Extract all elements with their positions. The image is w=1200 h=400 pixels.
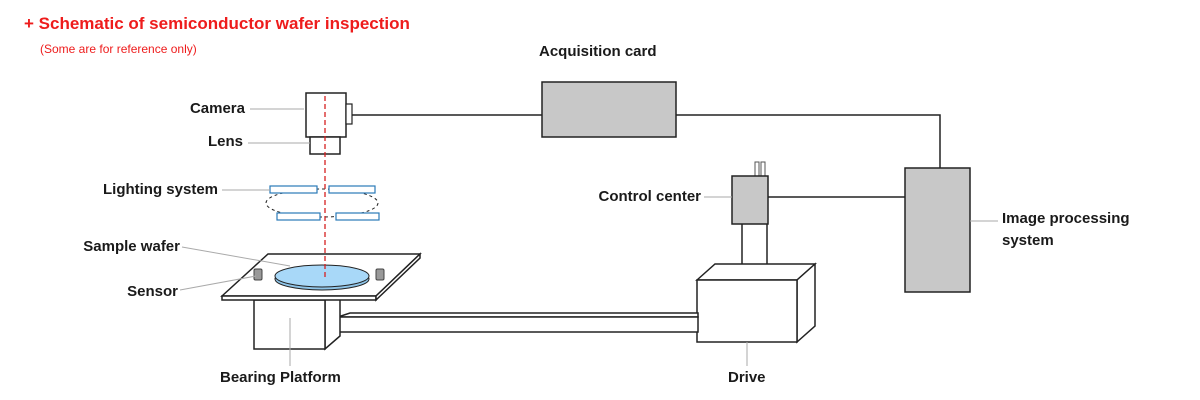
light-bar-top-right — [328, 185, 376, 194]
control-pin-left — [754, 161, 760, 177]
sample-wafer-label: Sample wafer — [83, 238, 180, 255]
drive-unit — [695, 262, 817, 344]
acquisition-card-label: Acquisition card — [539, 43, 657, 60]
light-bar-top-left — [269, 185, 318, 194]
sensor-label: Sensor — [127, 283, 178, 300]
camera-body — [305, 92, 347, 138]
acquisition-to-image-processing-line — [676, 114, 941, 168]
plate-edge-side — [375, 252, 421, 302]
lighting-system — [265, 185, 380, 221]
rail-front — [337, 316, 699, 333]
image-processing-label-line2: system — [1002, 232, 1054, 249]
plate-edge — [221, 295, 377, 301]
diagram-title: + Schematic of semiconductor wafer inspe… — [24, 14, 410, 33]
acquisition-card-box — [541, 81, 677, 138]
drive-label: Drive — [728, 369, 766, 386]
light-bar-bottom-left — [276, 212, 321, 221]
control-center-label: Control center — [598, 188, 701, 205]
image-processing-label-line1: Image processing — [1002, 210, 1130, 227]
drive-front-face — [696, 279, 798, 343]
lens-label: Lens — [207, 133, 243, 150]
leader-lines — [179, 108, 998, 366]
control-center-unit — [731, 161, 769, 264]
wafer-disc — [274, 264, 370, 288]
lighting-ring-outline — [265, 188, 379, 218]
bearing-platform-label: Bearing Platform — [220, 369, 341, 386]
camera-notch — [345, 103, 353, 125]
control-pin-right — [760, 161, 766, 177]
control-center-box — [731, 175, 769, 225]
light-bar-bottom-right — [335, 212, 380, 221]
platform-rail — [337, 312, 699, 333]
camera-label: Camera — [189, 100, 245, 117]
sample-wafer-leader — [181, 246, 291, 267]
connection-lines — [352, 114, 941, 198]
sensor-right — [375, 268, 385, 281]
lighting-system-label: Lighting system — [102, 181, 218, 198]
diagram-subtitle: (Some are for reference only) — [40, 42, 197, 56]
drive-top-face — [695, 263, 817, 281]
sensor-left — [253, 268, 263, 281]
sensor-leader — [179, 275, 257, 291]
image-processing-box — [904, 167, 971, 293]
